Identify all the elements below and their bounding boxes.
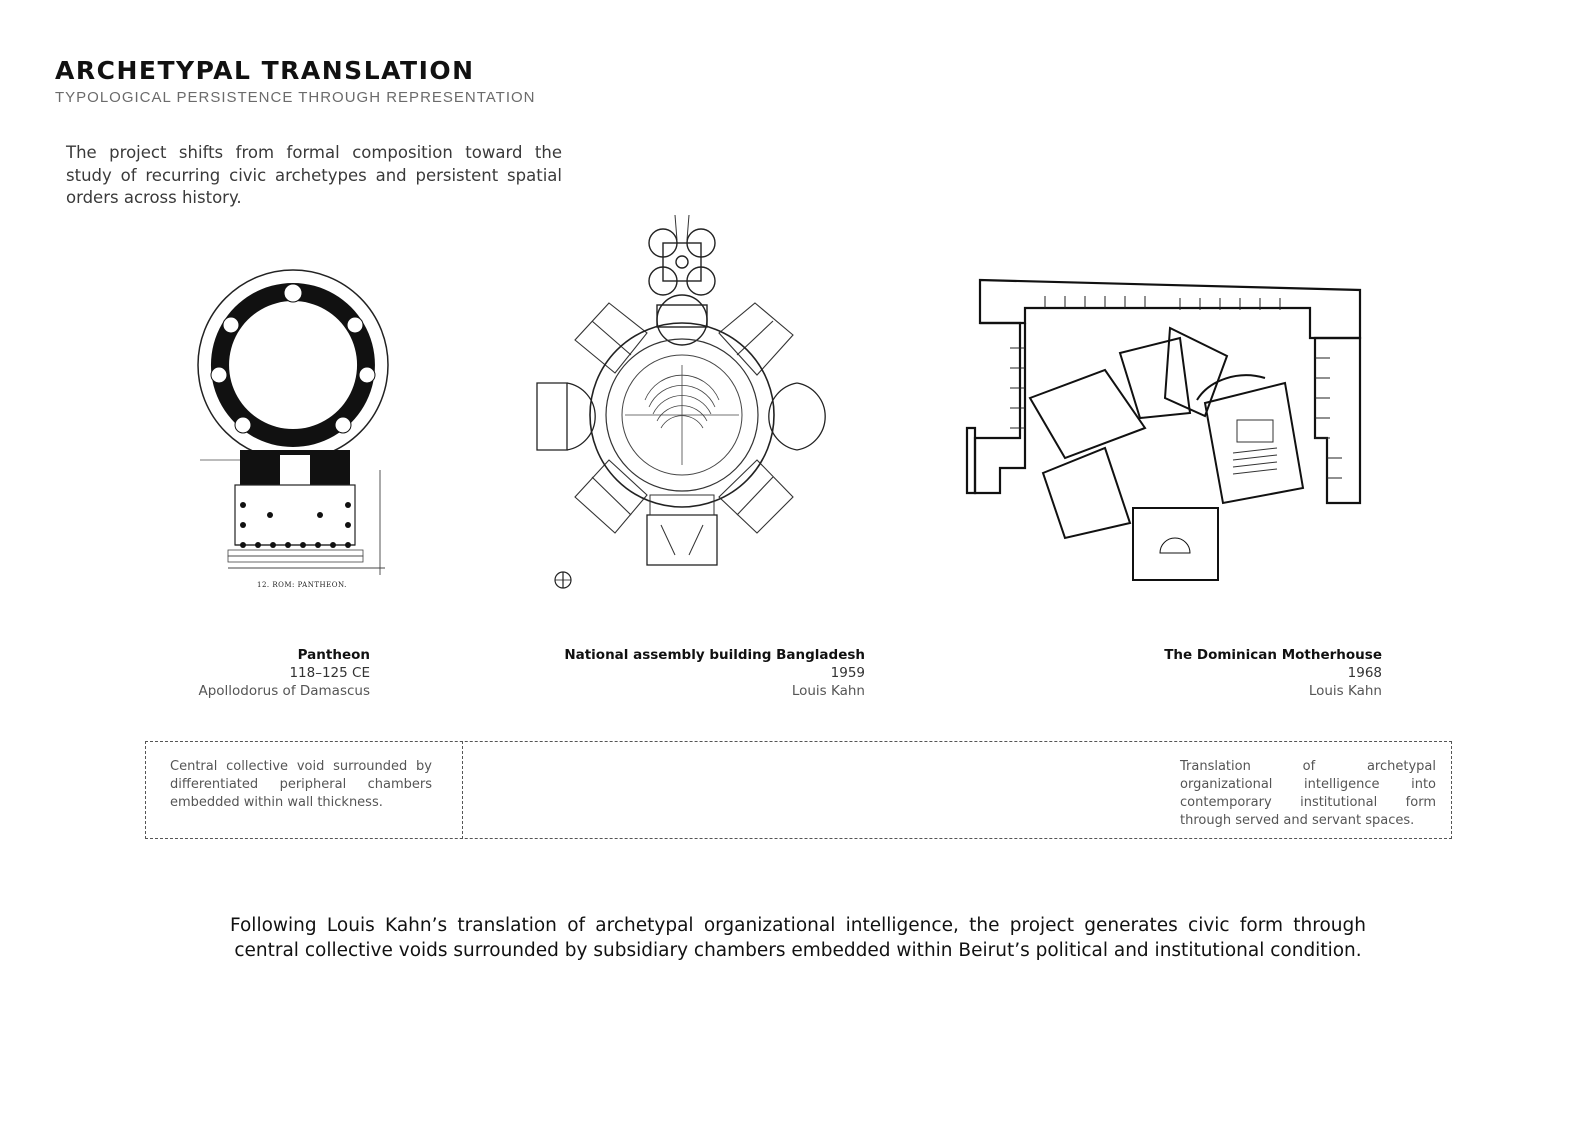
note-left: Central collective void surrounded by di…: [170, 759, 432, 810]
intro-paragraph: The project shifts from formal compositi…: [66, 143, 562, 207]
pantheon-plan-drawing: 12. ROM: PANTHEON.: [195, 265, 390, 600]
pantheon-date: 118–125 CE: [289, 665, 370, 681]
motherhouse-date: 1968: [1347, 665, 1382, 681]
motherhouse-architect: Louis Kahn: [1308, 683, 1382, 699]
assembly-caption: National assembly building Bangladesh 19…: [520, 646, 865, 700]
assembly-architect: Louis Kahn: [791, 683, 865, 699]
assembly-date: 1959: [830, 665, 865, 681]
assembly-plan-drawing: [535, 215, 855, 590]
note-right: Translation of archetypal organizational…: [1180, 759, 1436, 828]
motherhouse-plan-drawing: [965, 278, 1385, 598]
notes-divider: [462, 741, 463, 839]
pantheon-name: Pantheon: [297, 647, 370, 663]
pantheon-architect: Apollodorus of Damascus: [198, 683, 370, 699]
assembly-name: National assembly building Bangladesh: [564, 647, 865, 663]
page-subtitle: TYPOLOGICAL PERSISTENCE THROUGH REPRESEN…: [55, 89, 536, 106]
motherhouse-caption: The Dominican Motherhouse 1968 Louis Kah…: [1100, 646, 1382, 700]
motherhouse-name: The Dominican Motherhouse: [1164, 647, 1382, 663]
pantheon-caption: Pantheon 118–125 CE Apollodorus of Damas…: [170, 646, 370, 700]
conclusion-paragraph: Following Louis Kahn’s translation of ar…: [230, 915, 1366, 961]
pantheon-plate-label: 12. ROM: PANTHEON.: [257, 581, 347, 589]
notes-box: [145, 741, 1452, 839]
page-title: ARCHETYPAL TRANSLATION: [55, 56, 475, 85]
